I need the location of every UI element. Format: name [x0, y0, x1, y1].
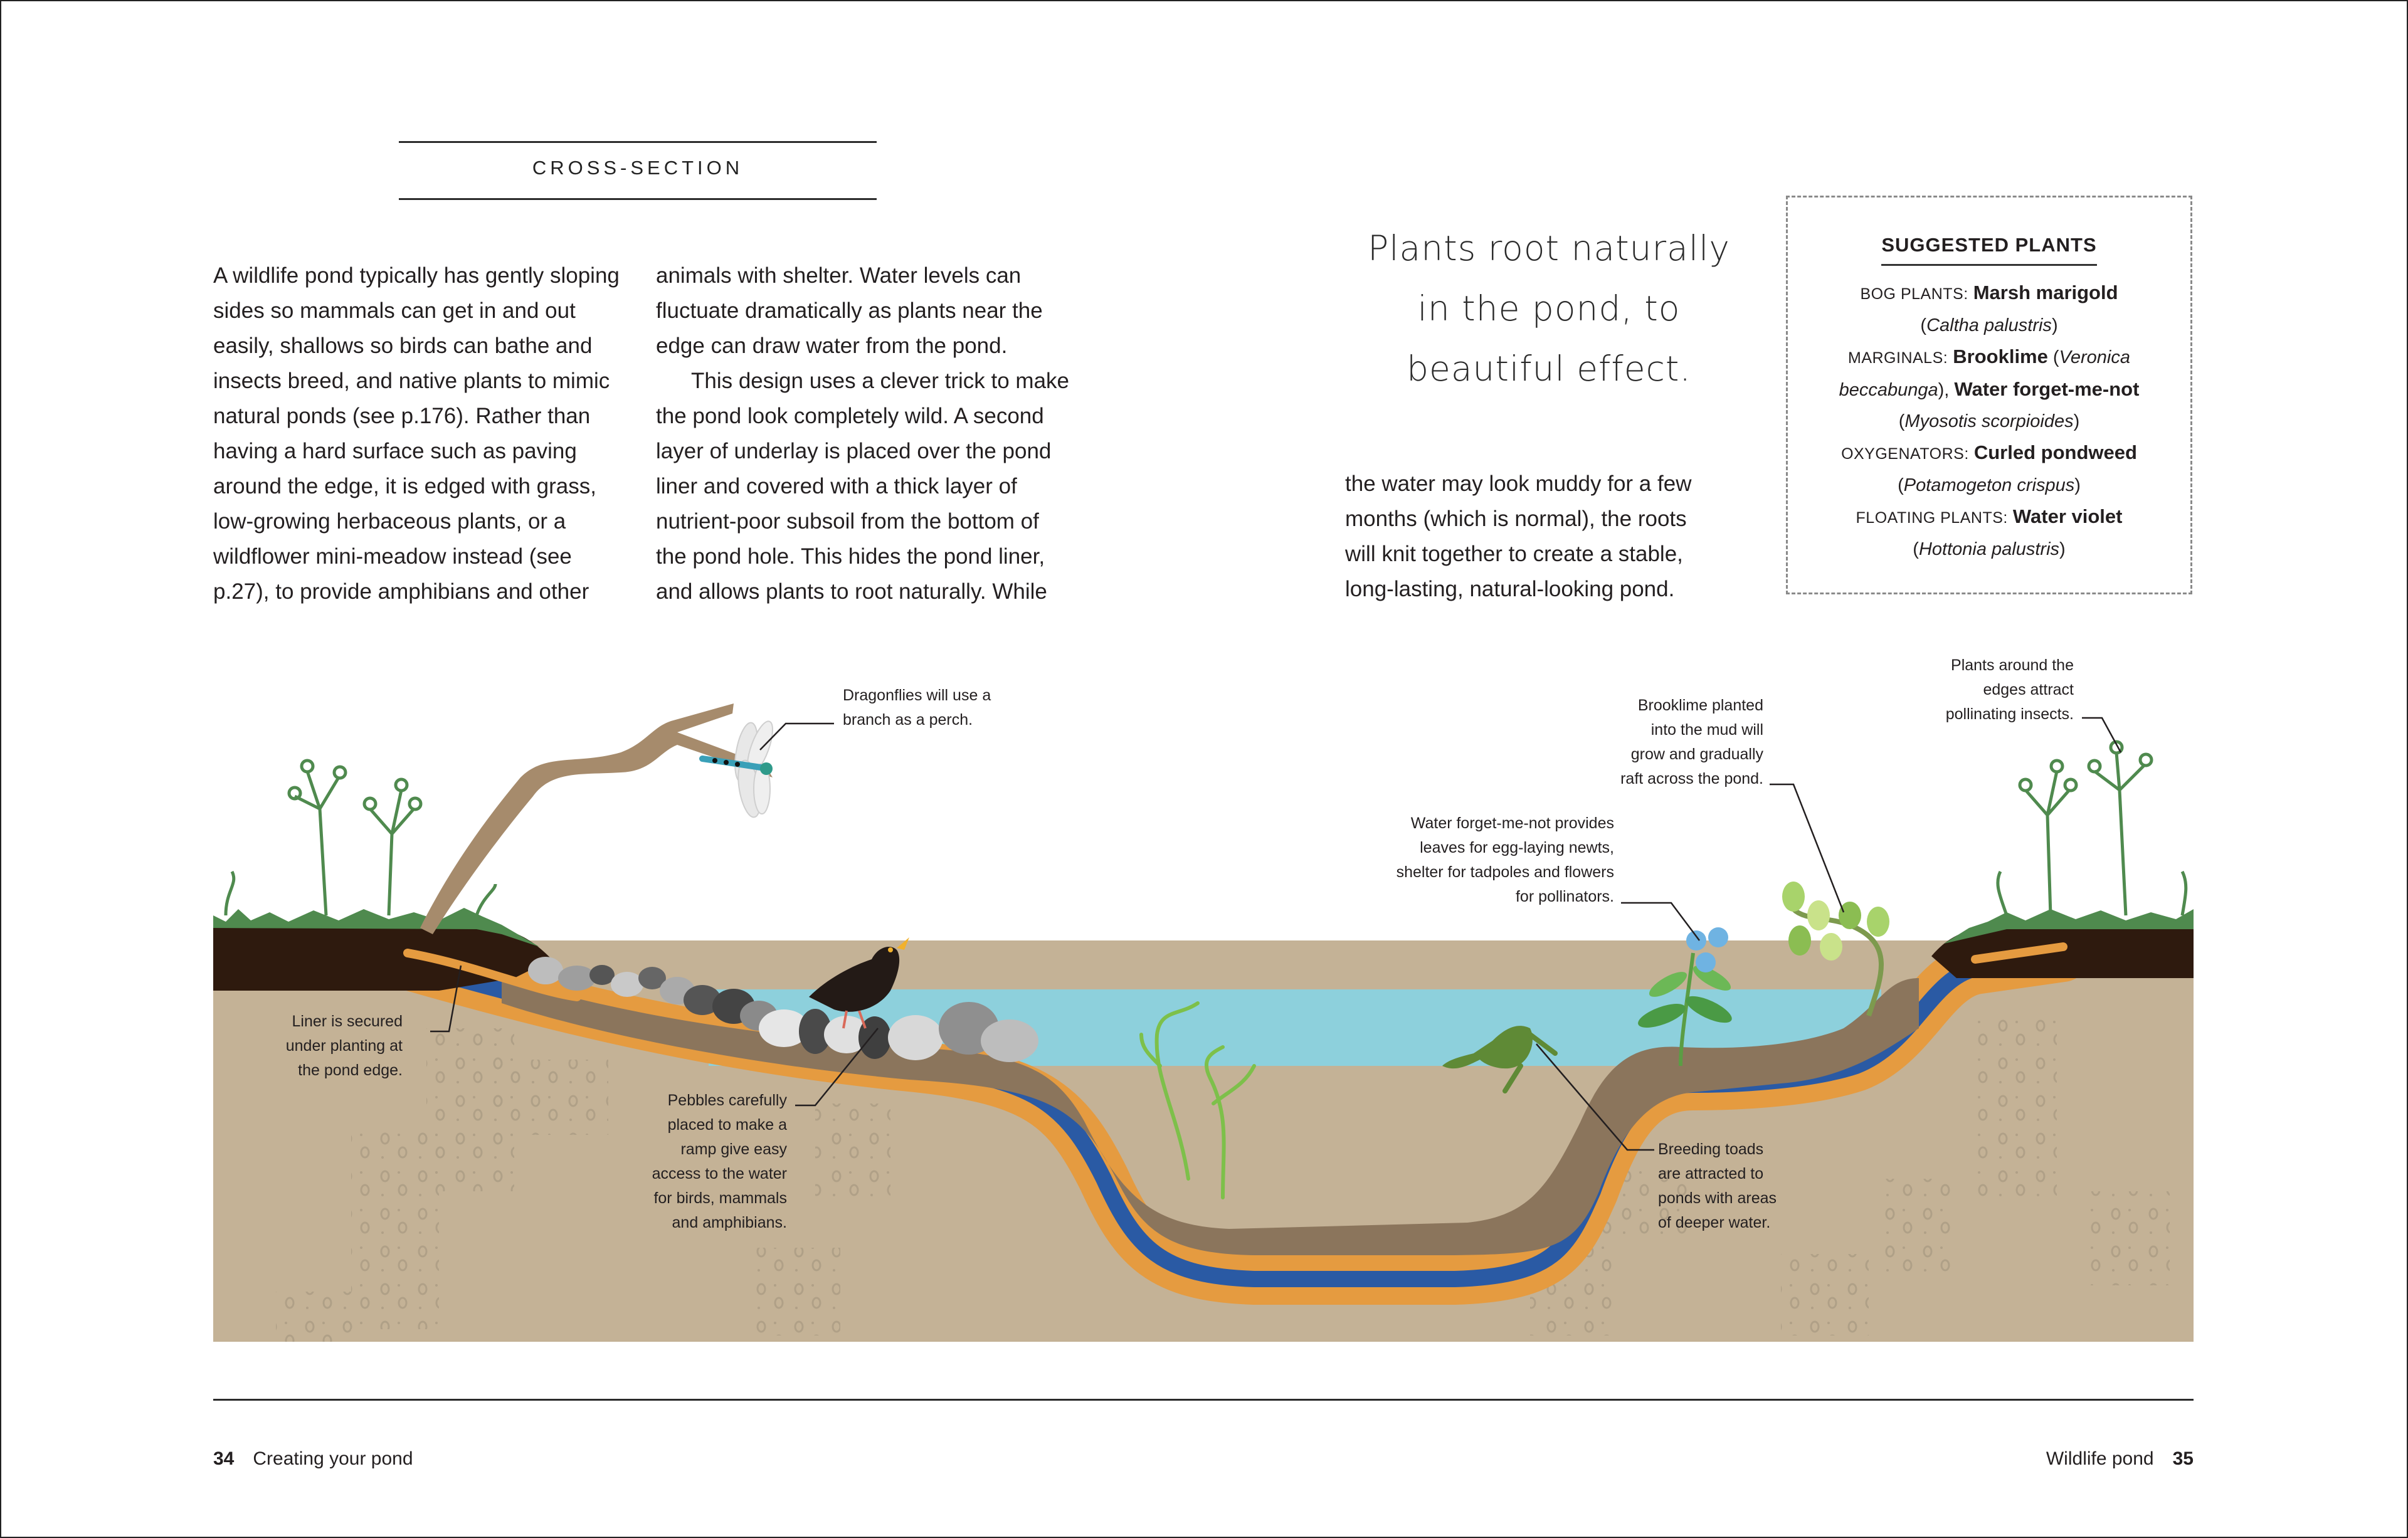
plant-group-bog: BOG PLANTS: Marsh marigold (Caltha palus…	[1860, 282, 2118, 335]
chapter-title: Creating your pond	[253, 1448, 413, 1469]
page-number-right: 35	[2172, 1448, 2194, 1469]
callout-line: Breeding toads	[1658, 1140, 1764, 1158]
callout-pebbles: Pebbles carefully placed to make a ramp …	[652, 1088, 787, 1235]
callout-line: are attracted to	[1658, 1165, 1764, 1182]
forget-me-not-icon	[1638, 927, 1732, 1067]
pull-quote-line: beautiful effect.	[1407, 349, 1691, 389]
plant-category: BOG PLANTS:	[1860, 285, 1968, 303]
plant-common-name: Water violet	[2012, 505, 2123, 527]
liner-edge-left	[403, 949, 581, 1001]
callout-line: for pollinators.	[1515, 888, 1614, 905]
callout-line: Pebbles carefully	[667, 1092, 787, 1109]
plant-group-marginals: MARGINALS: Brooklime (Veronica beccabung…	[1839, 345, 2140, 431]
callout-dragonfly: Dragonflies will use a branch as a perch…	[843, 683, 991, 732]
callout-brooklime: Brooklime planted into the mud will grow…	[1620, 693, 1763, 791]
pull-quote: Plants root naturally in the pond, to be…	[1329, 218, 1768, 399]
callout-line: of deeper water.	[1658, 1214, 1771, 1231]
callout-line: and amphibians.	[672, 1214, 787, 1231]
callout-line: leaves for egg-laying newts,	[1420, 839, 1614, 856]
dragonfly-icon	[699, 720, 773, 818]
liner-edge-right	[1971, 942, 2067, 964]
plant-category: OXYGENATORS:	[1841, 445, 1969, 463]
callout-line: shelter for tadpoles and flowers	[1396, 863, 1614, 881]
plant-latin-name: Potamogeton crispus	[1903, 475, 2075, 495]
plant-common-name: Curled pondweed	[1973, 441, 2137, 463]
footer-rule	[213, 1399, 2194, 1401]
callout-line: Brooklime planted	[1637, 697, 1763, 714]
page-number-left: 34	[213, 1448, 235, 1469]
callout-line: Dragonflies will use a	[843, 687, 991, 704]
section-rule-top	[399, 141, 877, 143]
body-paragraph: This design uses a clever trick to make …	[656, 369, 1070, 604]
callout-line: Plants around the	[1951, 656, 2074, 674]
callout-line: for birds, mammals	[653, 1189, 787, 1207]
pondweed-icon	[1139, 1001, 1256, 1199]
branch-icon	[420, 703, 773, 934]
plant-category: MARGINALS:	[1848, 349, 1948, 367]
callout-line: pollinating insects.	[1945, 705, 2074, 723]
body-column-2: animals with shelter. Water levels can f…	[656, 258, 1070, 609]
callout-toads: Breeding toads are attracted to ponds wi…	[1658, 1137, 1777, 1235]
pebbles	[528, 957, 1038, 1062]
plant-category: FLOATING PLANTS:	[1856, 509, 2008, 527]
body-column-1: A wildlife pond typically has gently slo…	[213, 258, 628, 609]
plant-latin-name: Myosotis scorpioides	[1904, 411, 2074, 431]
plant-common-name: Water forget-me-not	[1954, 378, 2140, 400]
callout-line: Water forget-me-not provides	[1410, 814, 1614, 832]
body-paragraph: A wildlife pond typically has gently slo…	[213, 263, 620, 604]
frog-icon	[1442, 1026, 1558, 1093]
section-label: CROSS-SECTION	[532, 157, 744, 179]
body-paragraph: animals with shelter. Water levels can f…	[656, 263, 1043, 358]
callout-line: under planting at	[285, 1037, 403, 1055]
brooklime-icon	[1782, 882, 1889, 1017]
callout-line: the pond edge.	[298, 1061, 403, 1079]
callout-line: Liner is secured	[292, 1013, 403, 1030]
callout-line: branch as a perch.	[843, 711, 973, 729]
plant-latin-name: Hottonia palustris	[1918, 539, 2060, 559]
plant-latin-name: Caltha palustris	[1926, 315, 2052, 335]
edge-plants-left	[224, 759, 497, 916]
section-rule-bottom	[399, 198, 877, 200]
pull-quote-line: in the pond, to	[1417, 288, 1681, 329]
suggested-plants-title: SUGGESTED PLANTS	[1881, 234, 2097, 266]
body-column-3: the water may look muddy for a few month…	[1345, 466, 1721, 607]
callout-line: ramp give easy	[680, 1140, 787, 1158]
pull-quote-line: Plants root naturally	[1368, 228, 1730, 268]
edge-plants-right	[1996, 740, 2188, 916]
plant-common-name: Marsh marigold	[1973, 282, 2118, 303]
blackbird-icon	[809, 937, 909, 1029]
callout-liner: Liner is secured under planting at the p…	[286, 1009, 403, 1083]
body-paragraph: the water may look muddy for a few month…	[1345, 471, 1692, 601]
footer-left: 34 Creating your pond	[213, 1448, 413, 1470]
callout-line: edges attract	[1983, 681, 2074, 698]
suggested-plants-box: SUGGESTED PLANTS BOG PLANTS: Marsh marig…	[1786, 196, 2192, 594]
callout-line: placed to make a	[667, 1116, 787, 1134]
plant-common-name: Brooklime	[1953, 345, 2048, 367]
callout-line: ponds with areas	[1658, 1189, 1777, 1207]
callout-leaders	[430, 717, 2122, 1151]
callout-line: access to the water	[652, 1165, 787, 1182]
plant-latin-name: Veronica beccabunga	[1839, 347, 2130, 400]
grass-right	[1944, 909, 2194, 944]
grass-left	[213, 908, 539, 947]
plant-group-floating: FLOATING PLANTS: Water violet (Hottonia …	[1856, 505, 2123, 559]
callout-line: into the mud will	[1650, 721, 1763, 739]
topsoil-left	[213, 927, 552, 991]
callout-forget-me-not: Water forget-me-not provides leaves for …	[1397, 811, 1614, 909]
callout-line: grow and gradually	[1630, 745, 1763, 763]
topsoil-right	[1931, 927, 2194, 978]
callout-line: raft across the pond.	[1620, 770, 1763, 787]
plant-group-oxygenators: OXYGENATORS: Curled pondweed (Potamogeto…	[1841, 441, 2137, 495]
callout-edge-plants: Plants around the edges attract pollinat…	[1946, 653, 2074, 727]
footer-right: Wildlife pond 35	[2046, 1448, 2194, 1470]
section-title: Wildlife pond	[2046, 1448, 2154, 1469]
